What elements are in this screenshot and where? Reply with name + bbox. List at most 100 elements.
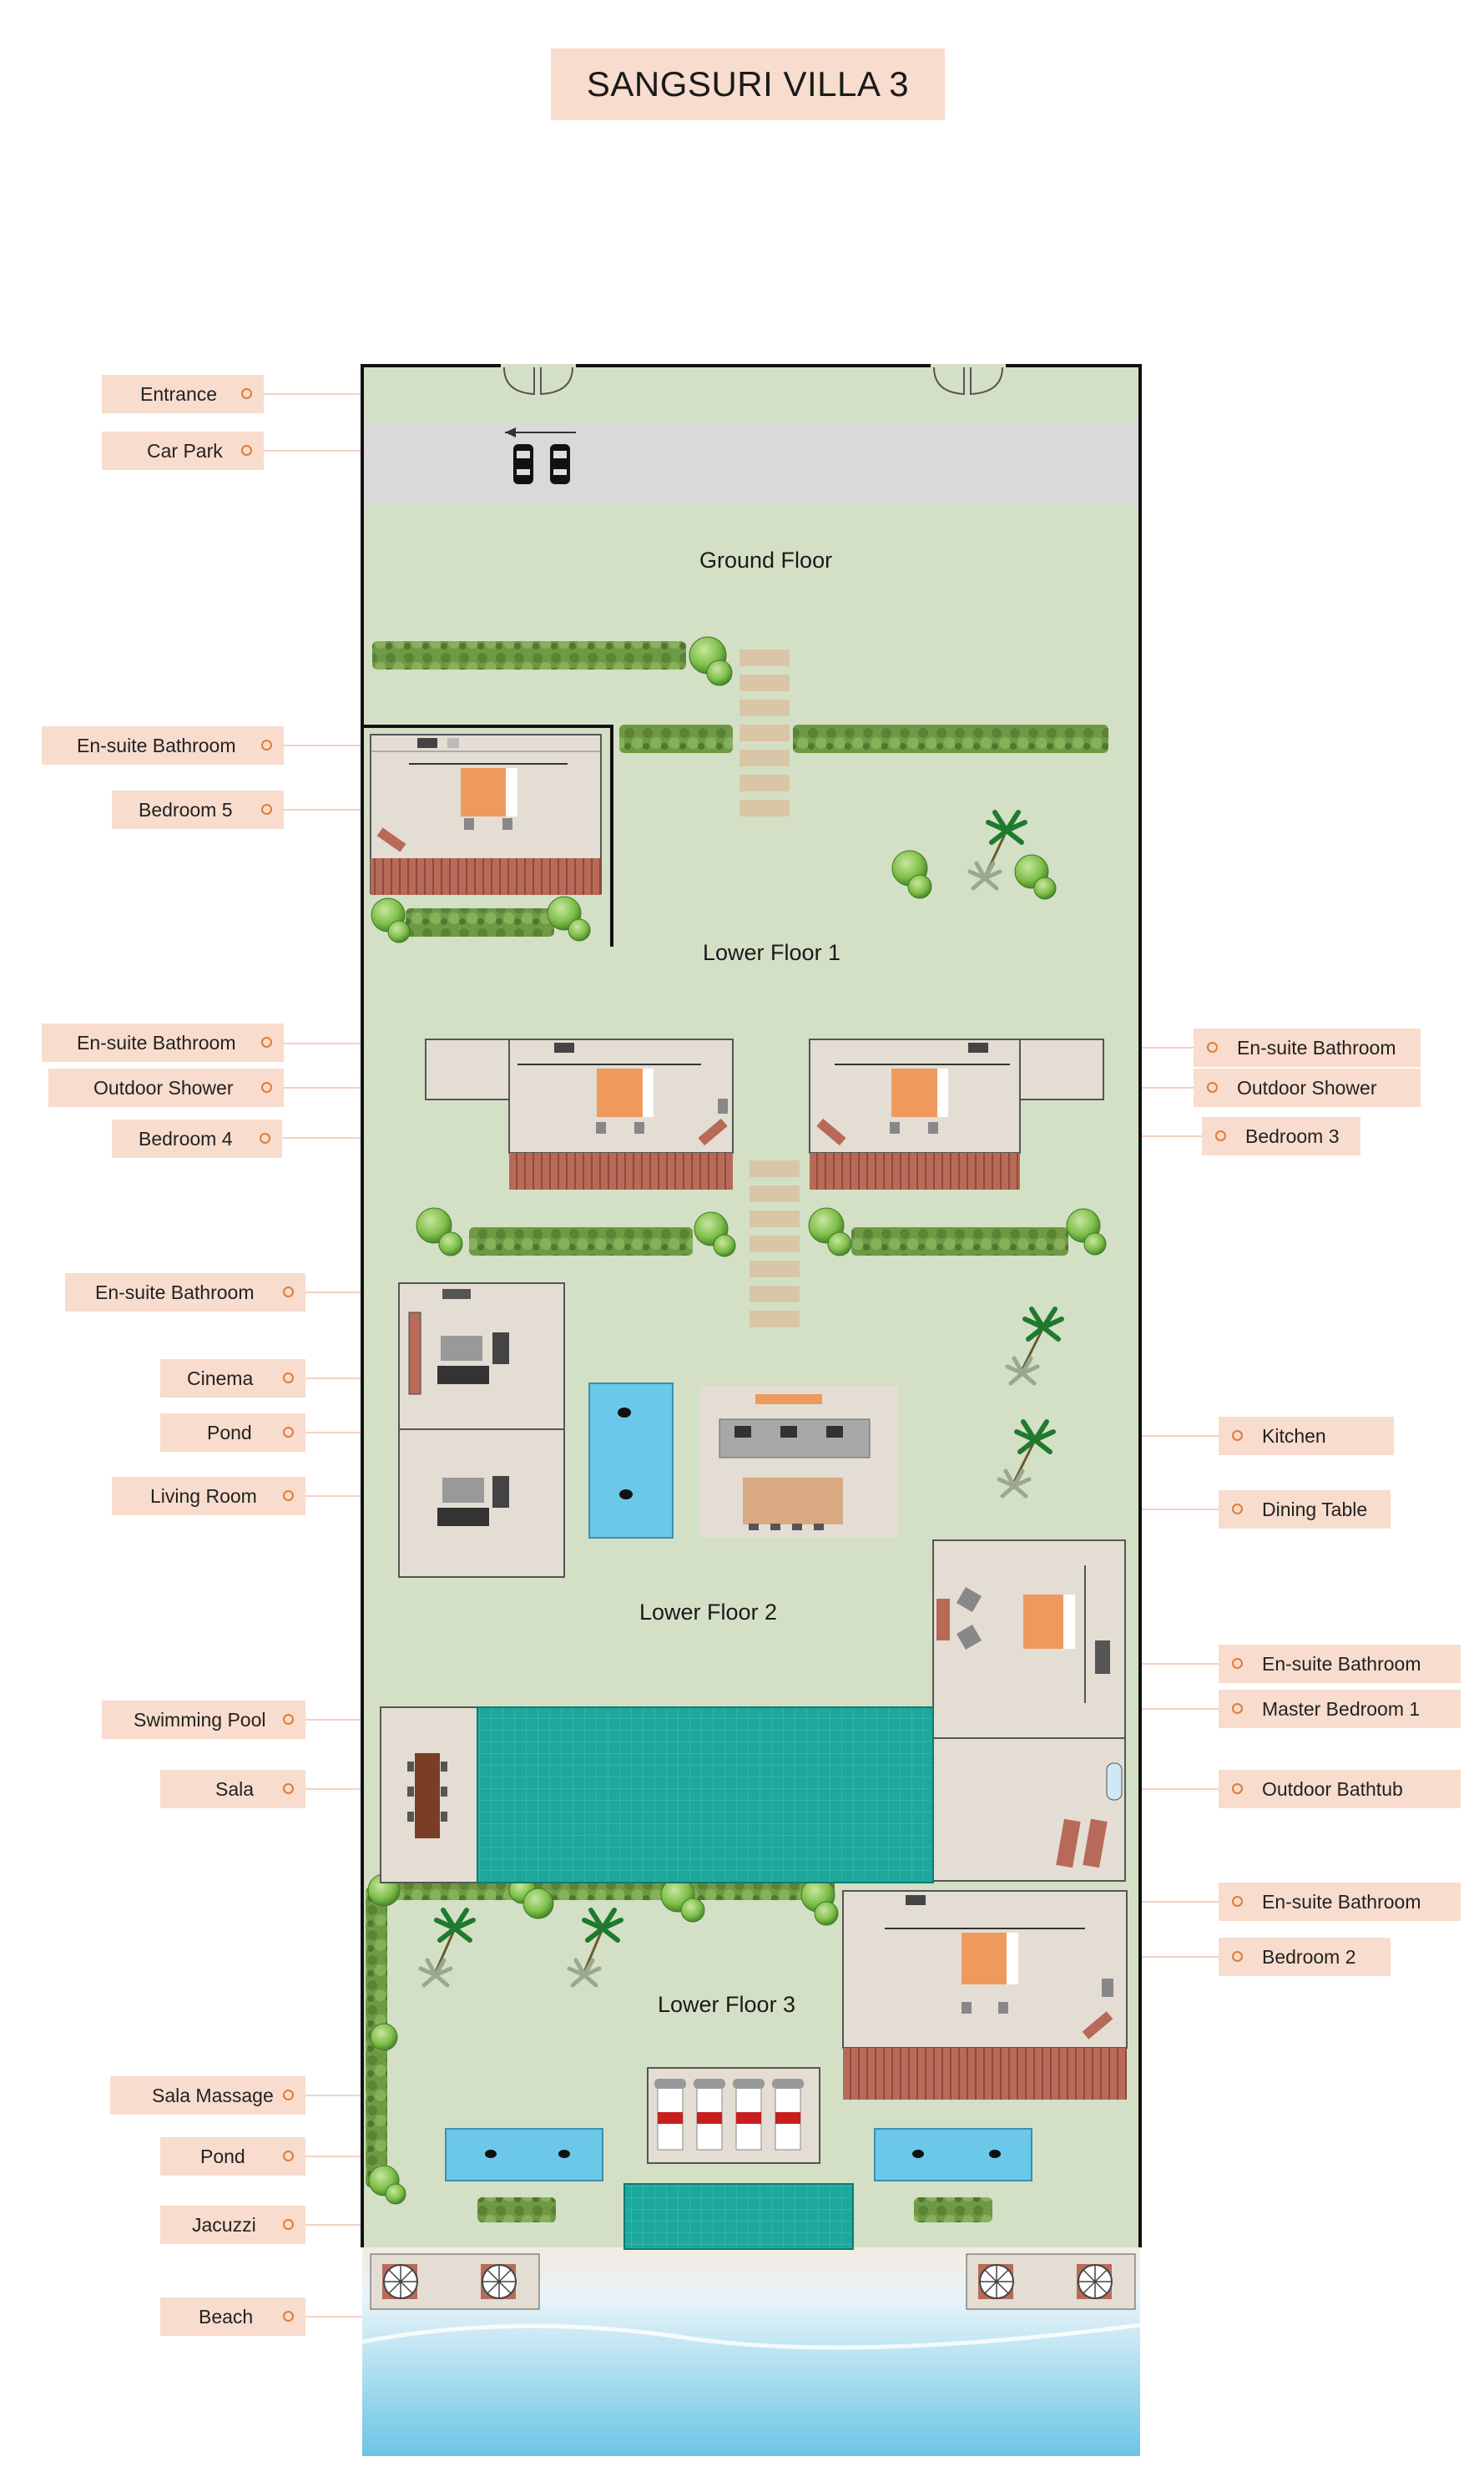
label-text: Bedroom 4	[139, 1127, 233, 1150]
bedroom5-wall	[362, 725, 613, 947]
label-outdoor-bathtub: Outdoor Bathtub	[1219, 1770, 1461, 1808]
label-text: Bedroom 3	[1245, 1125, 1340, 1147]
label-jacuzzi: Jacuzzi	[160, 2206, 305, 2244]
entrance-gates	[501, 364, 1006, 396]
marker-dot	[1232, 1430, 1243, 1441]
label-outdoor-shower-3: Outdoor Shower	[1194, 1069, 1421, 1107]
marker-dot	[261, 740, 272, 751]
marker-dot	[283, 2311, 294, 2322]
hedges	[366, 641, 1108, 2222]
marker-dot	[283, 2151, 294, 2161]
marker-dot	[241, 445, 252, 456]
marker-dot	[261, 1082, 272, 1093]
label-sala-massage: Sala Massage	[110, 2076, 305, 2115]
label-text: Sala	[215, 1777, 255, 1800]
label-text: En-suite Bathroom	[1237, 1036, 1396, 1059]
label-bedroom-5: Bedroom 5	[112, 791, 284, 829]
label-text: Sala Massage	[152, 2084, 274, 2106]
marker-dot	[283, 1714, 294, 1725]
label-text: Car Park	[147, 439, 223, 462]
label-ensuite-bath-5: En-suite Bathroom	[42, 726, 284, 765]
label-ensuite-bath-cinema: En-suite Bathroom	[65, 1273, 305, 1312]
lower-pond-right	[874, 2128, 1032, 2181]
kitchen-dining-plan	[699, 1386, 898, 1538]
lower-pond-left	[445, 2128, 603, 2181]
master-bedroom-1-plan	[932, 1539, 1126, 1882]
label-text: Dining Table	[1262, 1498, 1368, 1520]
car-park-area	[362, 422, 1140, 505]
label-pond-upper: Pond	[160, 1413, 305, 1452]
marker-dot	[1232, 1504, 1243, 1514]
label-swimming-pool: Swimming Pool	[102, 1701, 305, 1739]
bushes	[367, 636, 1107, 2205]
label-text: Entrance	[140, 382, 218, 405]
label-text: Jacuzzi	[192, 2213, 256, 2236]
marker-dot	[260, 1133, 270, 1144]
jacuzzi-plan	[623, 2183, 854, 2250]
label-kitchen: Kitchen	[1219, 1417, 1394, 1455]
marker-dot	[283, 1783, 294, 1794]
label-dining-table: Dining Table	[1219, 1490, 1391, 1529]
label-text: En-suite Bathroom	[95, 1281, 255, 1303]
marker-dot	[1207, 1082, 1218, 1093]
label-text: Cinema	[187, 1367, 254, 1389]
label-ensuite-bath-4: En-suite Bathroom	[42, 1024, 284, 1062]
label-text: Living Room	[150, 1484, 257, 1507]
bedroom-4-plan	[425, 1039, 734, 1190]
label-text: En-suite Bathroom	[1262, 1652, 1421, 1675]
marker-dot	[261, 804, 272, 815]
marker-dot	[1232, 1896, 1243, 1907]
label-text: Bedroom 2	[1262, 1945, 1356, 1968]
marker-dot	[283, 1372, 294, 1383]
label-text: Swimming Pool	[134, 1708, 266, 1731]
label-ensuite-bath-3: En-suite Bathroom	[1194, 1029, 1421, 1067]
label-text: Outdoor Shower	[1237, 1076, 1377, 1099]
beach-loungers	[370, 2253, 1136, 2310]
marker-dot	[1232, 1951, 1243, 1962]
label-text: Beach	[199, 2305, 254, 2328]
sala-massage-plan	[647, 2067, 820, 2164]
marker-dot	[283, 1427, 294, 1438]
site-boundary	[361, 364, 1142, 2247]
label-entrance: Entrance	[102, 375, 264, 413]
label-text: Bedroom 5	[139, 798, 233, 821]
wave-line	[361, 2323, 1141, 2350]
label-cinema: Cinema	[160, 1359, 305, 1398]
label-text: En-suite Bathroom	[77, 1031, 236, 1054]
stepping-stones-middle	[750, 1160, 800, 1327]
sala-plan	[380, 1706, 478, 1883]
marker-dot	[283, 2219, 294, 2230]
parked-cars	[505, 427, 576, 484]
label-outdoor-shower-4: Outdoor Shower	[48, 1069, 284, 1107]
label-master-bedroom-1: Master Bedroom 1	[1219, 1690, 1461, 1728]
marker-dot	[283, 1490, 294, 1501]
label-text: Outdoor Shower	[93, 1076, 234, 1099]
marker-dot	[261, 1037, 272, 1048]
marker-dot	[283, 2090, 294, 2100]
label-living-room: Living Room	[112, 1477, 305, 1515]
marker-dot	[1215, 1130, 1226, 1141]
floor-label-lower-1: Lower Floor 1	[703, 940, 841, 965]
label-text: En-suite Bathroom	[1262, 1890, 1421, 1913]
label-ensuite-bath-2: En-suite Bathroom	[1219, 1883, 1461, 1921]
label-ensuite-bath-master: En-suite Bathroom	[1219, 1645, 1461, 1683]
floor-label-ground: Ground Floor	[699, 548, 833, 573]
label-text: Pond	[200, 2145, 245, 2167]
stepping-stones-upper	[739, 650, 790, 816]
label-bedroom-2: Bedroom 2	[1219, 1938, 1391, 1976]
label-text: Outdoor Bathtub	[1262, 1777, 1403, 1800]
label-text: Pond	[207, 1421, 252, 1443]
palm-trees	[418, 810, 1064, 1988]
label-text: En-suite Bathroom	[77, 734, 236, 756]
marker-dot	[283, 1286, 294, 1297]
floor-label-lower-3: Lower Floor 3	[658, 1992, 796, 2017]
marker-dot	[1232, 1658, 1243, 1669]
marker-dot	[1207, 1042, 1218, 1053]
label-text: Master Bedroom 1	[1262, 1697, 1421, 1720]
bedroom-3-plan	[809, 1039, 1104, 1190]
floor-label-lower-2: Lower Floor 2	[639, 1600, 778, 1625]
label-text: Kitchen	[1262, 1424, 1326, 1447]
marker-dot	[1232, 1703, 1243, 1714]
upper-pond	[588, 1382, 674, 1539]
